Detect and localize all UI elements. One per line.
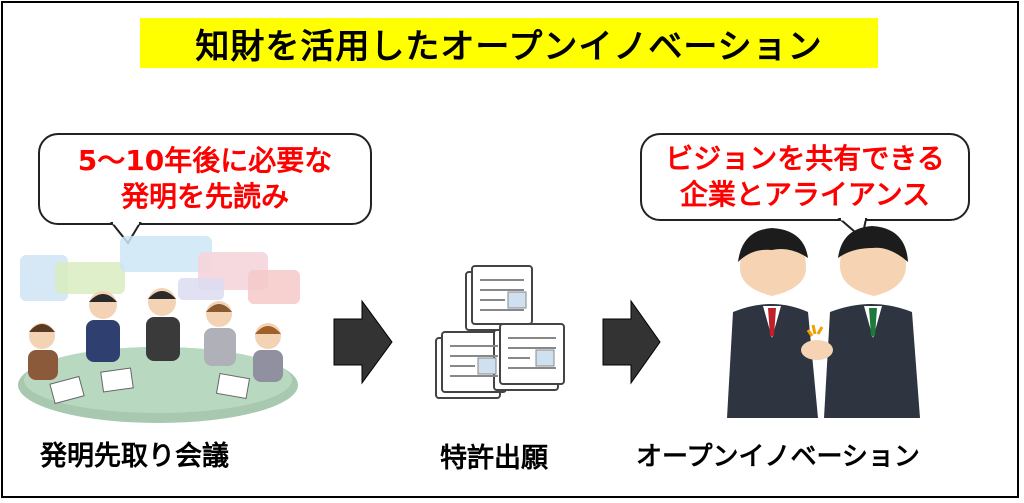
speech-bubble-left: 5～10年後に必要な 発明を先読み: [38, 133, 372, 225]
bubble-left-tail: [109, 221, 142, 245]
caption-innovation: オープンイノベーション: [636, 442, 920, 472]
arrow-right-1: [333, 299, 393, 385]
handshake-illustration: [727, 226, 920, 418]
diagram-title: 知財を活用したオープンイノベーション: [140, 18, 878, 68]
meeting-illustration: [18, 236, 300, 423]
bubble-left-line-1: 5～10年後に必要な: [77, 144, 333, 177]
speech-bubble-right: ビジョンを共有できる 企業とアライアンス: [640, 133, 970, 221]
caption-meeting: 発明先取り会議: [40, 441, 229, 472]
bubble-left-line-2: 発明を先読み: [120, 180, 289, 213]
arrow-right-2: [602, 299, 661, 385]
patent-documents-illustration: [435, 265, 565, 399]
bubble-right-line-1: ビジョンを共有できる: [665, 142, 945, 175]
caption-patent: 特許出願: [440, 443, 548, 474]
bubble-right-line-2: 企業とアライアンス: [679, 178, 931, 211]
